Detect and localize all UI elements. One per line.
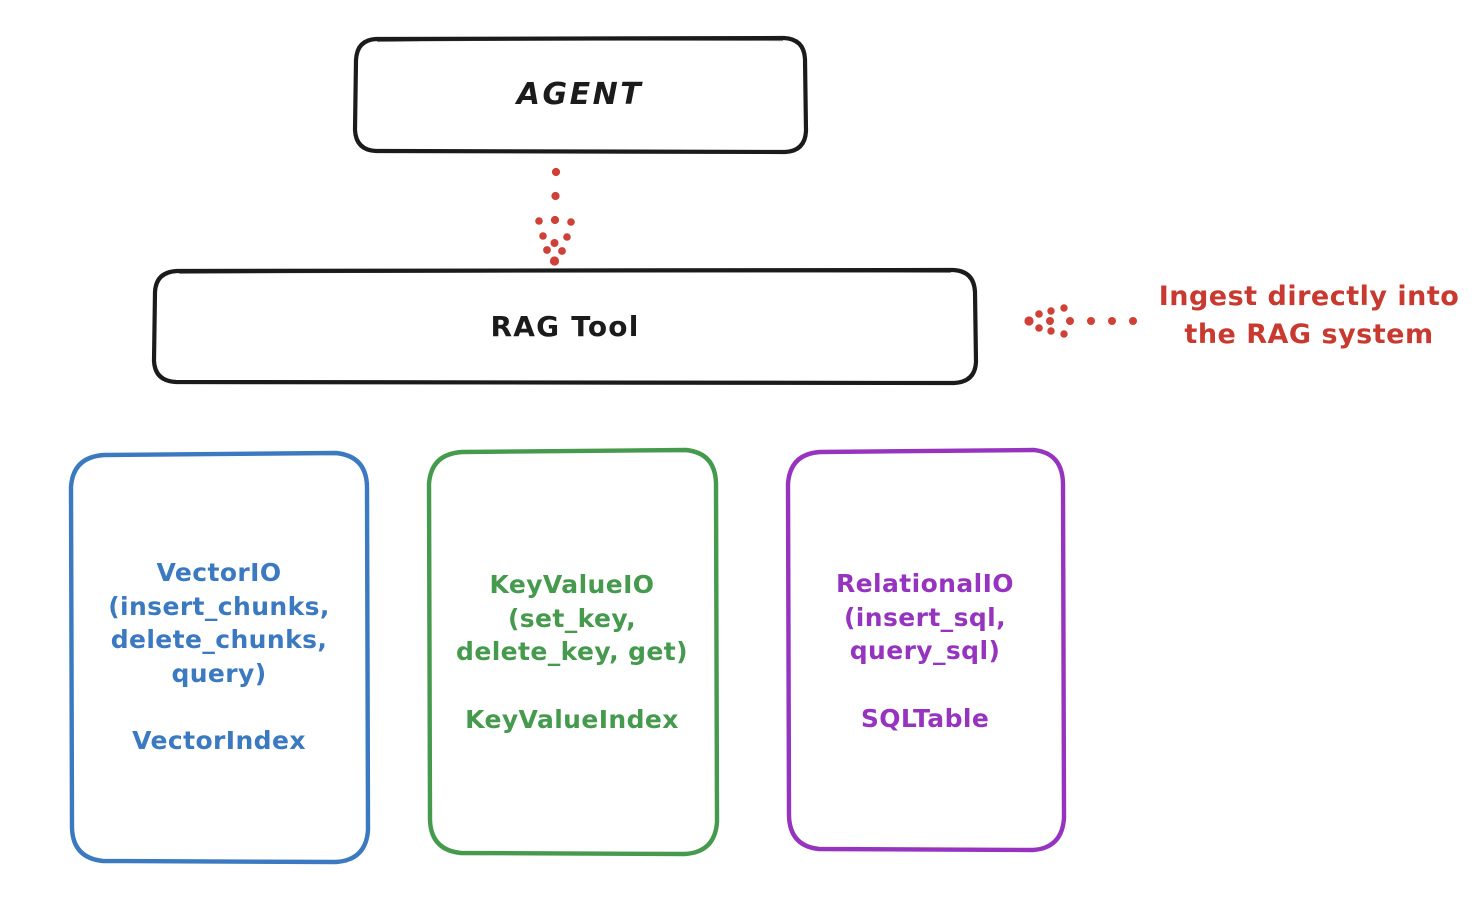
vector-store-index-label: VectorIndex xyxy=(132,726,306,756)
ingest-arrow-connector xyxy=(1024,304,1137,338)
relational-store-api-label: RelationalIO (insert_sql, query_sql) xyxy=(836,569,1014,665)
agent-node-label: AGENT xyxy=(516,76,644,112)
agent-to-rag-connector xyxy=(535,167,575,266)
ingest-annotation-text: Ingest directly into the RAG system xyxy=(1158,281,1460,351)
keyvalue-store-index-label: KeyValueIndex xyxy=(465,704,679,734)
keyvalue-store-node-label: KeyValueIO (set_key, delete_key, get) Ke… xyxy=(430,452,714,852)
vector-store-api-label: VectorIO (insert_chunks, delete_chunks, … xyxy=(108,558,330,688)
keyvalue-store-api-label: KeyValueIO (set_key, delete_key, get) xyxy=(456,570,688,666)
rag-tool-node-label: RAG Tool xyxy=(490,309,640,343)
relational-store-index-label: SQLTable xyxy=(860,703,990,733)
vector-store-node-label: VectorIO (insert_chunks, delete_chunks, … xyxy=(72,452,366,862)
relational-store-node-label: RelationalIO (insert_sql, query_sql) SQL… xyxy=(788,452,1062,850)
